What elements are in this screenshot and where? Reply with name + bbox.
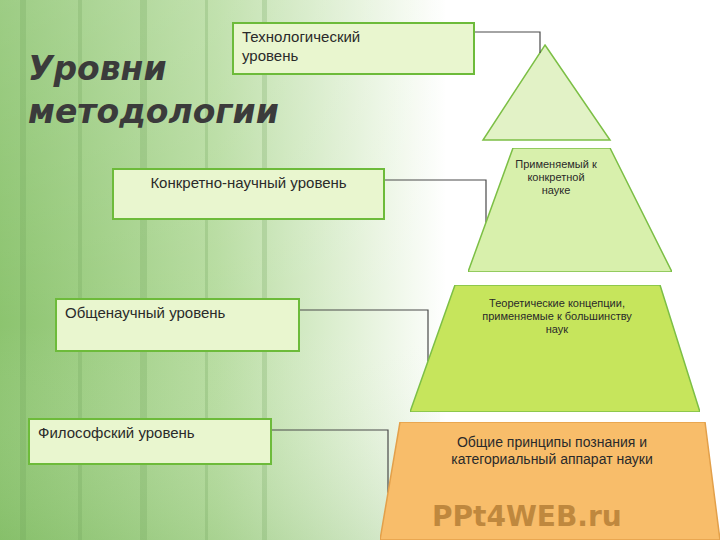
- connector-line: [300, 310, 428, 361]
- pyramid-band: Теоретические концепции, применяемые к б…: [410, 285, 700, 412]
- connector-line: [272, 430, 388, 493]
- level-label-box: Конкретно-научный уровень: [112, 168, 385, 220]
- level-name: Общенаучный уровень: [65, 304, 290, 323]
- level-name: Технологический уровень: [242, 28, 407, 66]
- level-label-box: Общенаучный уровень: [55, 298, 300, 352]
- leader-line: [475, 32, 540, 53]
- level-label-box: Философский уровень: [28, 418, 272, 465]
- band-text: Применяемый к конкретной науке: [512, 158, 600, 198]
- connector-line: [385, 180, 486, 222]
- watermark: PPt4WEB.ru: [432, 500, 622, 533]
- band-outline: [410, 285, 700, 412]
- band-text: Общие принципы познания и категориальный…: [422, 434, 682, 468]
- pyramid-band: Применяемый к конкретной науке: [468, 148, 672, 272]
- band-outline: [468, 148, 672, 272]
- level-name: Философский уровень: [38, 424, 262, 443]
- level-label-box: Технологический уровень: [232, 22, 475, 75]
- band-outline: [380, 422, 720, 540]
- pyramid-apex: [483, 45, 610, 140]
- level-name: Конкретно-научный уровень: [146, 174, 351, 193]
- band-text: Теоретические концепции, применяемые к б…: [482, 297, 632, 337]
